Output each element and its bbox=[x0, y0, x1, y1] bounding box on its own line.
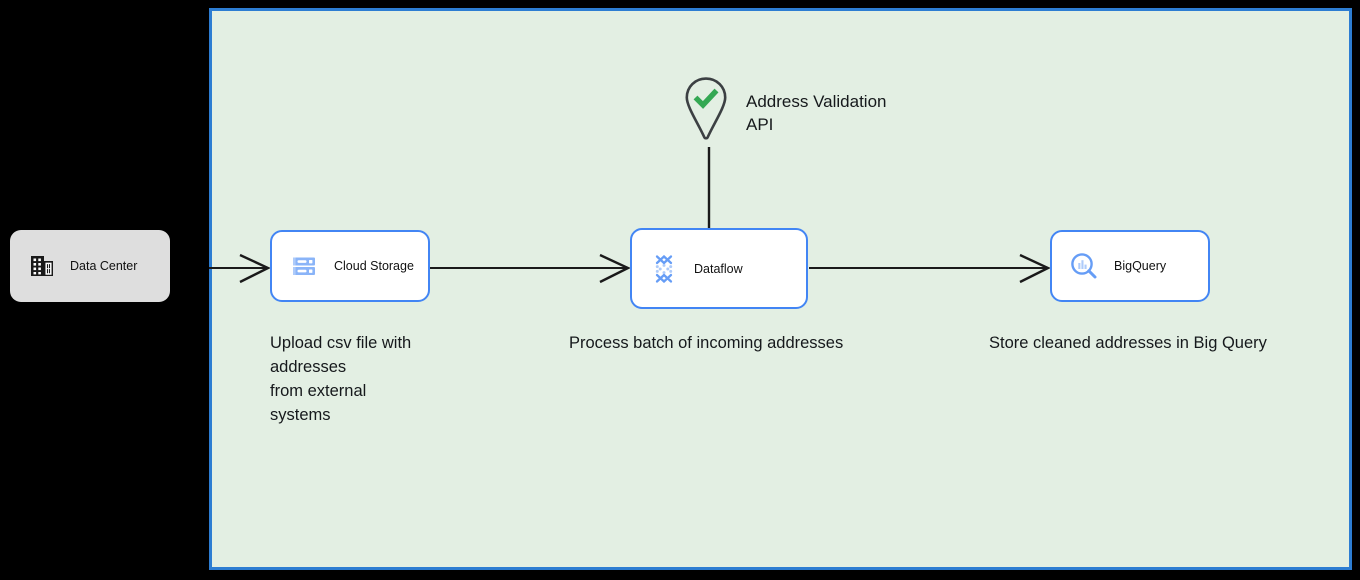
bigquery-icon bbox=[1069, 251, 1099, 281]
datacenter-label: Data Center bbox=[70, 259, 138, 273]
dataflow-icon bbox=[649, 253, 679, 285]
node-label-cloud-storage: Cloud Storage bbox=[334, 259, 414, 273]
external-service-address-validation-api[interactable]: Address Validation API bbox=[684, 76, 887, 142]
node-bigquery[interactable]: BigQuery bbox=[1050, 230, 1210, 302]
datacenter-node[interactable]: Data Center bbox=[10, 230, 170, 302]
map-pin-check-icon bbox=[684, 76, 728, 142]
caption-cloud-storage: Upload csv file with addresses from exte… bbox=[270, 334, 412, 424]
node-label-bigquery: BigQuery bbox=[1114, 259, 1167, 273]
caption-dataflow: Process batch of incoming addresses bbox=[569, 334, 844, 352]
cloud-storage-icon bbox=[289, 251, 319, 281]
data-center-building-icon bbox=[28, 252, 56, 280]
caption-bigquery: Store cleaned addresses in Big Query bbox=[989, 334, 1267, 352]
node-label-dataflow: Dataflow bbox=[694, 261, 743, 276]
node-dataflow[interactable]: Dataflow bbox=[630, 228, 808, 309]
external-service-label: Address Validation API bbox=[746, 92, 887, 134]
node-cloud-storage[interactable]: Cloud Storage bbox=[270, 230, 430, 302]
